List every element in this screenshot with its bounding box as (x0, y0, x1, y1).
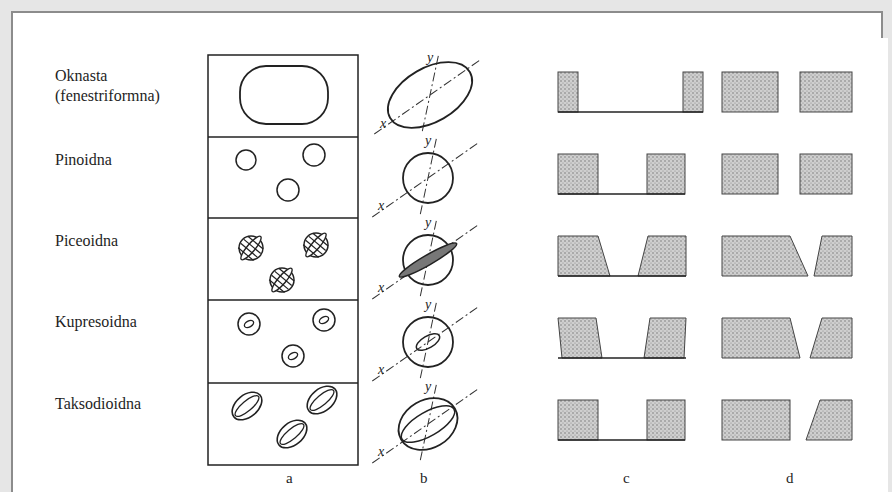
column-letter: d (786, 470, 794, 487)
axis-label: x (378, 280, 384, 296)
axis-label: x (378, 362, 384, 378)
axis-label: y (425, 133, 431, 149)
row-label: Piceoidna (55, 231, 118, 251)
axis-label: x (378, 444, 384, 460)
axis-label: y (425, 297, 431, 313)
column-letter: a (286, 470, 293, 487)
axis-label: x (380, 116, 386, 132)
row-label: Kupresoidna (55, 312, 137, 332)
axis-label: y (425, 215, 431, 231)
column-letter: b (420, 470, 428, 487)
row-label: Oknasta (fenestriformna) (55, 66, 195, 106)
axis-label: y (425, 379, 431, 395)
row-label: Pinoidna (55, 150, 112, 170)
axis-label: y (427, 50, 433, 66)
row-label: Taksodioidna (55, 394, 141, 414)
column-letter: c (623, 470, 630, 487)
axis-label: x (378, 198, 384, 214)
